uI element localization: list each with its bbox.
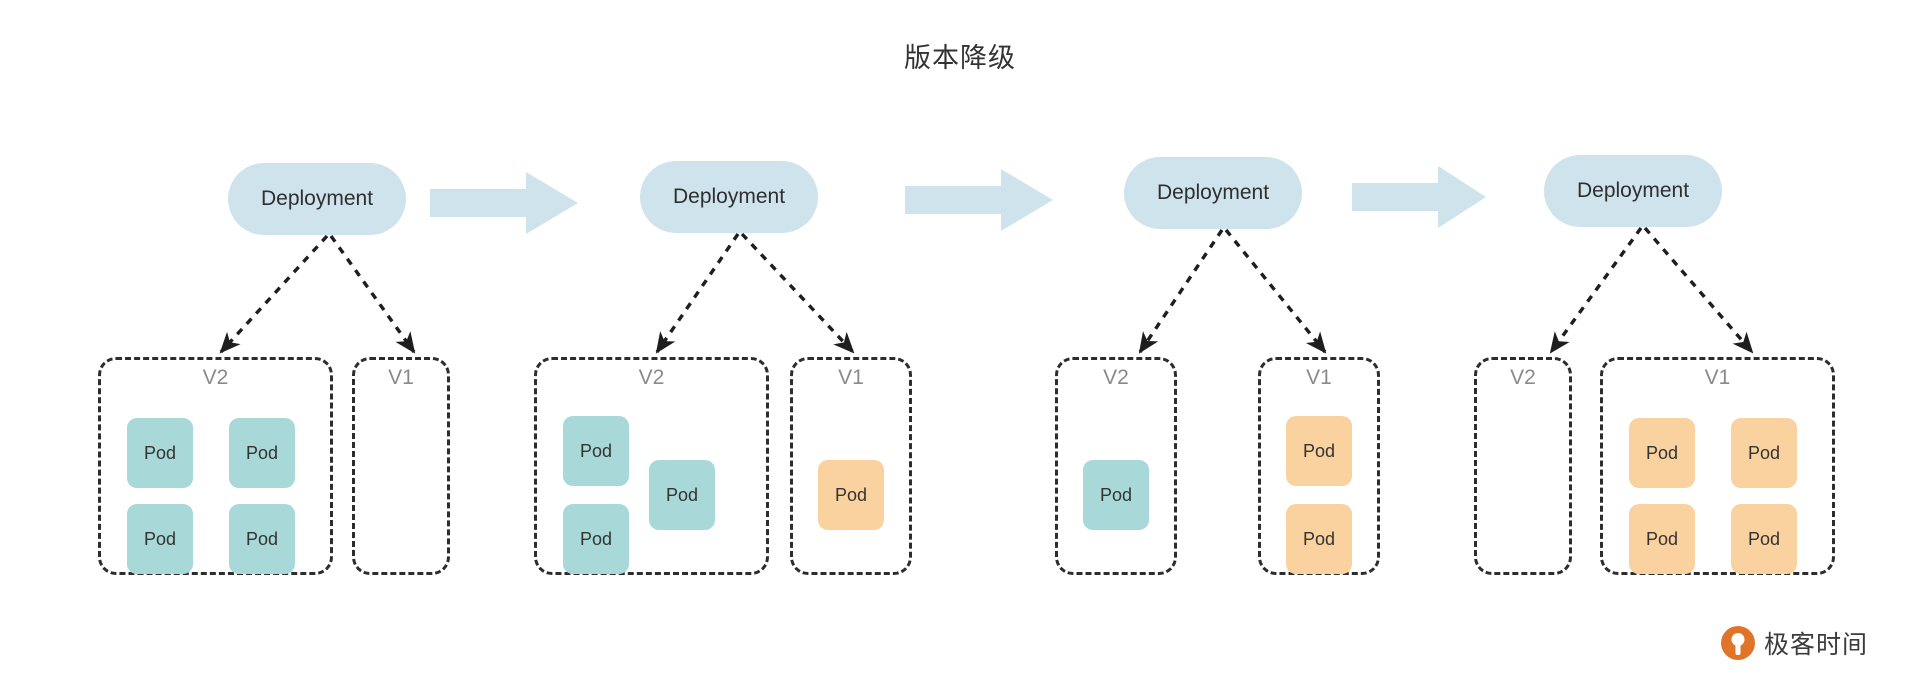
pod-chip[interactable]: Pod [818, 460, 884, 530]
deployment-label: Deployment [672, 185, 786, 208]
pod-chip[interactable]: Pod [127, 504, 193, 574]
connector-stage4-v2 [1549, 227, 1643, 354]
pod-label: Pod [579, 528, 613, 549]
version-box-stage3-v1: V1 Pod Pod [1258, 357, 1380, 575]
pod-area: Pod Pod Pod Pod [101, 394, 330, 574]
flow-arrow-2-to-3 [905, 169, 1053, 231]
version-label-v2: V2 [638, 366, 665, 389]
connector-stage1-v2 [219, 234, 329, 354]
pod-label: Pod [245, 442, 279, 463]
pod-chip[interactable]: Pod [1731, 418, 1797, 488]
pod-area: Pod Pod [1261, 394, 1377, 574]
connector-stage4-v1 [1643, 226, 1754, 354]
pod-area: Pod [793, 394, 909, 562]
version-label-v1: V1 [388, 366, 414, 389]
version-label-v1: V1 [1704, 366, 1731, 389]
pod-chip[interactable]: Pod [127, 418, 193, 488]
pod-chip[interactable]: Pod [1286, 416, 1352, 486]
pod-label: Pod [143, 442, 177, 463]
connector-stage3-v1 [1224, 228, 1327, 354]
deployment-capsule-stage-4[interactable]: Deployment [1544, 155, 1722, 227]
deployment-label: Deployment [260, 187, 374, 210]
version-box-stage1-v1: V1 [352, 357, 450, 575]
pod-label: Pod [1302, 440, 1336, 461]
version-label-v1: V1 [838, 366, 864, 389]
pod-chip[interactable]: Pod [229, 504, 295, 574]
connector-stage1-v1 [329, 235, 416, 354]
version-label-v2: V2 [1510, 366, 1536, 389]
pod-chip[interactable]: Pod [1083, 460, 1149, 530]
connector-stage2-v2 [655, 233, 740, 354]
pod-chip[interactable]: Pod [1629, 418, 1695, 488]
pod-label: Pod [1302, 528, 1336, 549]
pod-chip[interactable]: Pod [229, 418, 295, 488]
pod-label: Pod [1099, 484, 1133, 505]
pod-label: Pod [1747, 442, 1781, 463]
deployment-label: Deployment [1156, 181, 1270, 204]
pod-label: Pod [245, 528, 279, 549]
version-box-stage2-v1: V1 Pod [790, 357, 912, 575]
version-label-v2: V2 [202, 366, 229, 389]
version-box-stage3-v2: V2 Pod [1055, 357, 1177, 575]
pod-area [355, 394, 447, 562]
flow-arrow-1-to-2 [430, 172, 578, 234]
pod-chip[interactable]: Pod [1731, 504, 1797, 574]
pod-label: Pod [579, 440, 613, 461]
pod-label: Pod [834, 484, 868, 505]
flow-arrow-3-to-4 [1352, 166, 1486, 228]
pod-area: Pod Pod Pod Pod [1603, 394, 1832, 574]
deployment-label: Deployment [1576, 179, 1690, 202]
pod-area: Pod [1058, 394, 1174, 562]
geektime-logo: 极客时间 [1720, 625, 1868, 661]
deployment-capsule-stage-3[interactable]: Deployment [1124, 157, 1302, 229]
version-box-stage1-v2: V2 Pod Pod Pod Pod [98, 357, 333, 575]
pod-label: Pod [665, 484, 699, 505]
version-label-v2: V2 [1103, 366, 1129, 389]
deployment-capsule-stage-1[interactable]: Deployment [228, 163, 406, 235]
pod-area [1477, 394, 1569, 562]
version-box-stage4-v2: V2 [1474, 357, 1572, 575]
pod-chip[interactable]: Pod [1286, 504, 1352, 574]
pod-label: Pod [1747, 528, 1781, 549]
pod-chip[interactable]: Pod [563, 416, 629, 486]
pod-chip[interactable]: Pod [649, 460, 715, 530]
deployment-capsule-stage-2[interactable]: Deployment [640, 161, 818, 233]
connector-stage2-v1 [740, 232, 855, 354]
pod-label: Pod [143, 528, 177, 549]
geektime-logo-text: 极客时间 [1763, 631, 1868, 659]
connector-stage3-v2 [1138, 229, 1224, 354]
pod-chip[interactable]: Pod [563, 504, 629, 574]
pod-label: Pod [1645, 528, 1679, 549]
pod-label: Pod [1645, 442, 1679, 463]
version-box-stage4-v1: V1 Pod Pod Pod Pod [1600, 357, 1835, 575]
pod-chip[interactable]: Pod [1629, 504, 1695, 574]
page-title: 版本降级 [904, 43, 1016, 73]
version-box-stage2-v2: V2 Pod Pod Pod [534, 357, 769, 575]
geektime-circle-icon [1720, 626, 1755, 660]
version-label-v1: V1 [1306, 366, 1332, 389]
pod-area: Pod Pod Pod [537, 394, 766, 574]
